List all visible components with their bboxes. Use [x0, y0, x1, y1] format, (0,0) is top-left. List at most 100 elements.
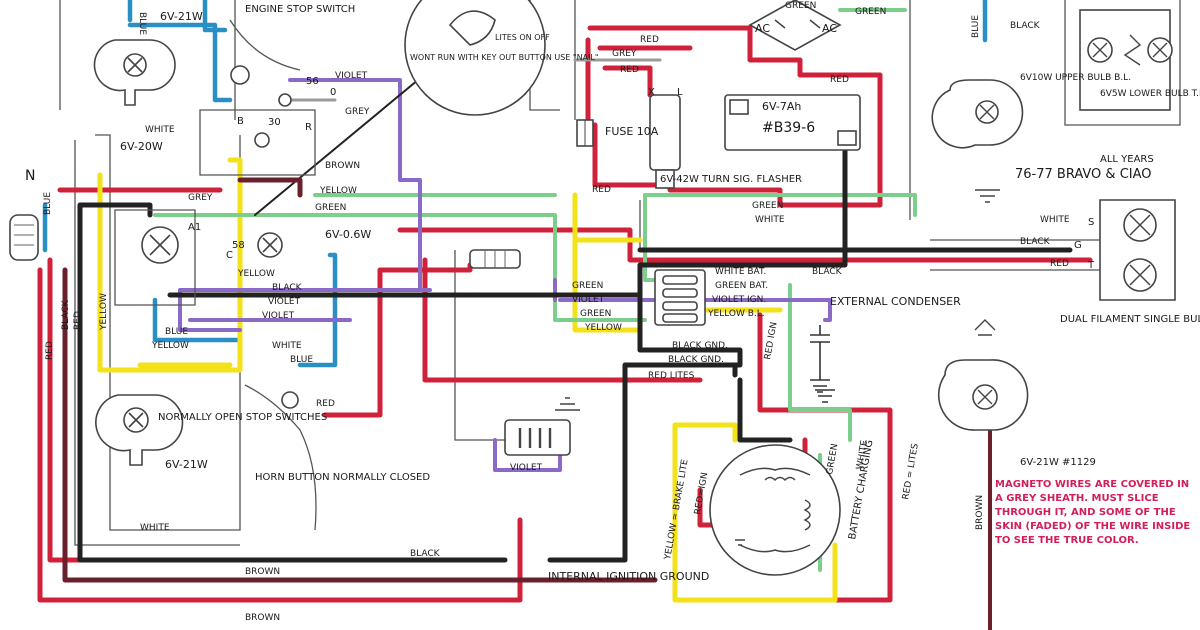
wl-white-bat: WHITE BAT.	[715, 267, 766, 277]
battery-label: 6V-7Ah	[762, 100, 801, 113]
lites-on-off-label: LITES ON OFF	[495, 33, 550, 42]
ground-symbol	[815, 389, 835, 403]
wl-red-ign-coil: RED=IGN	[693, 472, 710, 516]
dual-filament-label: DUAL FILAMENT SINGLE BULB 6V 3/15W #1154	[1060, 314, 1200, 325]
wl-blue-right: BLUE	[971, 15, 981, 38]
wl-violet-left2: VIOLET	[262, 311, 295, 321]
spark-plug	[469, 249, 521, 269]
black-wire-ground-up	[254, 69, 431, 216]
dual-filament-bulb	[1099, 199, 1176, 301]
bulb-top-left-label: 6V-21W	[160, 10, 203, 23]
wl-grey-left: GREY	[188, 193, 213, 203]
wl-violet-ign: VIOLET IGN.	[712, 295, 766, 305]
wl-yellow-connector: YELLOW	[584, 323, 622, 333]
term-g: G	[1074, 240, 1082, 251]
wl-red-ign: RED IGN	[763, 321, 779, 360]
term-0: 0	[330, 87, 336, 98]
external-condenser-label: EXTERNAL CONDENSER	[830, 295, 961, 308]
wl-red-lites-coil: RED = LITES	[901, 443, 921, 501]
wl-black-right: BLACK	[1010, 21, 1041, 31]
horn-button-lever	[244, 384, 317, 531]
bulb-top-left	[93, 39, 176, 106]
wl-green-white-bot: WHITE	[755, 215, 785, 225]
bulb-headlight	[114, 209, 196, 306]
component-labels: 6V-21W ENGINE STOP SWITCH N 6V-20W 6V-0.…	[25, 4, 1200, 583]
red-wire-lower	[322, 257, 893, 603]
years-note-label: 76-77 BRAVO & CIAO	[1015, 167, 1152, 182]
wl-green-white-top: GREEN	[752, 201, 783, 211]
blue-wire-left	[42, 202, 338, 368]
key-switch	[404, 0, 546, 116]
term-30: 30	[268, 117, 281, 128]
bulb-bottom-left-label: 6V-21W	[165, 458, 208, 471]
wl-brown-bottom2: BROWN	[245, 613, 280, 623]
wl-white-bottom: WHITE	[140, 523, 170, 533]
wl-green-connector: GREEN	[572, 281, 603, 291]
red-wire-tail	[397, 227, 1093, 263]
battery-part-label: #B39-6	[762, 120, 815, 136]
term-a1: A1	[188, 222, 201, 233]
wl-green-bat: GREEN BAT.	[715, 281, 768, 291]
connector-block	[654, 269, 706, 326]
magneto-note: MAGNETO WIRES ARE COVERED IN A GREY SHEA…	[995, 479, 1191, 546]
wl-violet-connector: VIOLET	[572, 295, 605, 305]
brown-wire-bottom	[62, 177, 658, 583]
bulb-lower-label: 6V5W LOWER BULB T.L.	[1100, 89, 1200, 99]
wl-black-left: BLACK	[272, 283, 303, 293]
wl-yellow-mid: YELLOW	[319, 186, 357, 196]
external-condenser	[810, 325, 830, 393]
wl-white-top: WHITE	[145, 125, 175, 135]
rectifier	[748, 0, 842, 51]
internal-ground-label: INTERNAL IGNITION GROUND	[548, 570, 709, 583]
wl-violet-coil: VIOLET	[510, 463, 543, 473]
fuse	[576, 119, 594, 147]
bulb-rear-right	[937, 319, 1029, 431]
wl-red-t: RED	[1050, 259, 1069, 269]
green-wire-main	[153, 193, 647, 322]
turn-signal-flasher	[649, 94, 681, 189]
wl-grey-fuse: GREY	[612, 49, 637, 59]
brown-wires	[62, 177, 992, 630]
wl-red-far-left2: RED	[73, 311, 83, 330]
term-58: 58	[232, 240, 245, 251]
key-note-label: WONT RUN WITH KEY OUT BUTTON USE "NAIL"	[410, 53, 599, 62]
yellow-wire-main	[97, 157, 643, 373]
bulb-upper-label: 6V10W UPPER BULB B.L.	[1020, 73, 1131, 83]
wl-violet-top: VIOLET	[335, 71, 368, 81]
magneto-note-text: MAGNETO WIRES ARE COVERED IN A GREY SHEA…	[995, 479, 1191, 546]
light-switch	[199, 109, 316, 176]
wl-red-lites: RED LITES	[648, 371, 695, 381]
engine-stop-switch	[229, 0, 301, 120]
battery	[724, 94, 861, 151]
grey-wires	[283, 58, 662, 102]
blue-wire-top	[127, 0, 233, 103]
flasher-label: 6V-42W TURN SIG. FLASHER	[660, 174, 802, 185]
black-wire-battery	[637, 142, 1073, 353]
term-l: L	[677, 87, 683, 98]
wl-green-coil: GREEN	[825, 443, 840, 476]
wl-yellow-lower: YELLOW	[151, 341, 189, 351]
bulb-bottom-left	[95, 394, 184, 466]
term-t: T	[1087, 260, 1095, 271]
rectifier-ac2-label: AC	[822, 22, 837, 35]
violet-wire-top	[178, 78, 432, 332]
all-years-label: ALL YEARS	[1100, 154, 1154, 165]
terminal-labels: S G T B 56 58 A1 C 0 R 30 X L	[188, 76, 1095, 271]
wl-blue-far-left: BLUE	[43, 192, 53, 215]
tail-light-assembly	[1079, 9, 1173, 111]
wl-black-bottom: BLACK	[410, 549, 441, 559]
red-wire-fuse	[597, 45, 693, 98]
wl-white-lower: WHITE	[272, 341, 302, 351]
wl-yellow-left: YELLOW	[237, 269, 275, 279]
ignition-coil	[504, 397, 580, 456]
wl-red-battery: RED	[830, 75, 849, 85]
magneto-stator	[709, 444, 841, 576]
wl-blue-top: BLUE	[137, 12, 147, 35]
red-wire-battery-loop	[585, 25, 883, 208]
horn-left	[9, 214, 39, 261]
violet-wire-coil	[188, 318, 562, 472]
wl-white-s: WHITE	[1040, 215, 1070, 225]
wl-red-far-left1: RED	[45, 341, 55, 360]
wl-red-bottom-fuse: RED	[592, 185, 611, 195]
